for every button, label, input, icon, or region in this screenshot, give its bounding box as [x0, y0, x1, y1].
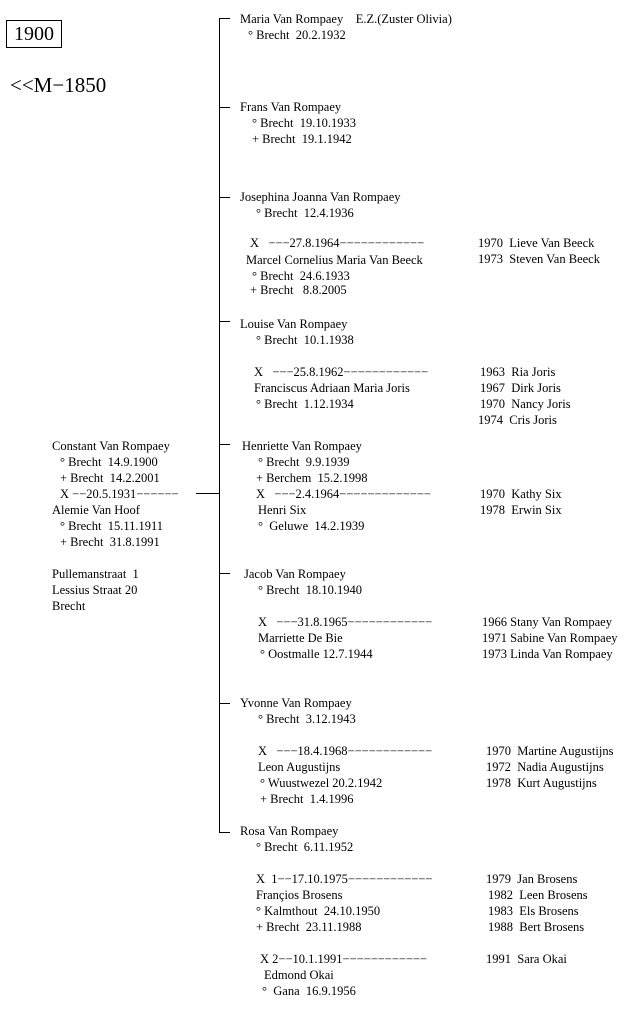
- grandchild-entry: 1970 Lieve Van Beeck: [478, 236, 595, 250]
- child-born: ° Brecht 20.2.1932: [248, 28, 346, 42]
- parent-spouse-died: + Brecht 31.8.1991: [60, 535, 160, 549]
- spouse-born: ° Geluwe 14.2.1939: [258, 519, 365, 533]
- branch-line: [219, 321, 230, 322]
- branch-line: [219, 703, 230, 704]
- branch-line: [219, 18, 230, 19]
- grandchild-entry: 1974 Cris Joris: [478, 413, 557, 427]
- grandchild-entry: 1970 Nancy Joris: [480, 397, 571, 411]
- branch-line: [219, 197, 230, 198]
- spouse-born: ° Brecht 24.6.1933: [252, 269, 350, 283]
- marriage-line: X −−−2.4.1964−−−−−−−−−−−−−: [256, 487, 431, 501]
- marriage-line: X 2−−10.1.1991−−−−−−−−−−−−: [260, 952, 428, 966]
- child-died: + Brecht 19.1.1942: [252, 132, 352, 146]
- parent-died: + Brecht 14.2.2001: [60, 471, 160, 485]
- tree-connector-line: [196, 493, 219, 494]
- spouse-born: ° Gana 16.9.1956: [262, 984, 356, 998]
- grandchild-entry: 1971 Sabine Van Rompaey: [482, 631, 618, 645]
- child-born: ° Brecht 3.12.1943: [258, 712, 356, 726]
- branch-line: [219, 573, 230, 574]
- spouse-name: Marcel Cornelius Maria Van Beeck: [246, 253, 423, 267]
- spouse-died: + Brecht 1.4.1996: [260, 792, 354, 806]
- child-born: ° Brecht 10.1.1938: [256, 333, 354, 347]
- spouse-name: Marriette De Bie: [258, 631, 343, 645]
- child-born: ° Brecht 19.10.1933: [252, 116, 356, 130]
- marriage-line: X −−−31.8.1965−−−−−−−−−−−−: [258, 615, 433, 629]
- child-born: ° Brecht 9.9.1939: [258, 455, 350, 469]
- parent-born: ° Brecht 14.9.1900: [60, 455, 158, 469]
- grandchild-entry: 1963 Ria Joris: [480, 365, 556, 379]
- spouse-name: Henri Six: [258, 503, 307, 517]
- year-box: 1900: [6, 20, 62, 48]
- child-died: + Berchem 15.2.1998: [256, 471, 368, 485]
- grandchild-entry: 1982 Leen Brosens: [488, 888, 588, 902]
- grandchild-entry: 1972 Nadia Augustijns: [486, 760, 604, 774]
- grandchild-entry: 1966 Stany Van Rompaey: [482, 615, 612, 629]
- spouse-born: ° Oostmalle 12.7.1944: [260, 647, 373, 661]
- parent-name: Constant Van Rompaey: [52, 439, 170, 453]
- grandchild-entry: 1979 Jan Brosens: [486, 872, 578, 886]
- spouse-name: Edmond Okai: [264, 968, 334, 982]
- marriage-line: X −−−25.8.1962−−−−−−−−−−−−: [254, 365, 429, 379]
- child-name: Yvonne Van Rompaey: [240, 696, 352, 710]
- spouse-died: + Brecht 23.11.1988: [256, 920, 362, 934]
- grandchild-entry: 1973 Linda Van Rompaey: [482, 647, 613, 661]
- child-born: ° Brecht 12.4.1936: [256, 206, 354, 220]
- reference-text: <<M−1850: [10, 73, 107, 97]
- marriage-line: X 1−−17.10.1975−−−−−−−−−−−−: [256, 872, 433, 886]
- address-line: Pullemanstraat 1: [52, 567, 139, 581]
- marriage-line: X −−−18.4.1968−−−−−−−−−−−−: [258, 744, 433, 758]
- branch-line: [219, 444, 230, 445]
- child-name: Rosa Van Rompaey: [240, 824, 339, 838]
- parent-spouse-name: Alemie Van Hoof: [52, 503, 140, 517]
- address-line: Lessius Straat 20: [52, 583, 138, 597]
- grandchild-entry: 1978 Erwin Six: [480, 503, 562, 517]
- child-name: Henriette Van Rompaey: [242, 439, 362, 453]
- grandchild-entry: 1970 Kathy Six: [480, 487, 562, 501]
- spouse-died: + Brecht 8.8.2005: [250, 283, 347, 297]
- parent-spouse-born: ° Brecht 15.11.1911: [60, 519, 164, 533]
- grandchild-entry: 1973 Steven Van Beeck: [478, 252, 600, 266]
- tree-trunk-line: [219, 18, 220, 833]
- child-born: ° Brecht 18.10.1940: [258, 583, 362, 597]
- spouse-born: ° Kalmthout 24.10.1950: [256, 904, 381, 918]
- child-name: Louise Van Rompaey: [240, 317, 348, 331]
- marriage-line: X −−−27.8.1964−−−−−−−−−−−−: [250, 236, 425, 250]
- child-name: Frans Van Rompaey: [240, 100, 342, 114]
- grandchild-entry: 1991 Sara Okai: [486, 952, 567, 966]
- grandchild-entry: 1978 Kurt Augustijns: [486, 776, 597, 790]
- branch-line: [219, 832, 230, 833]
- address-line: Brecht: [52, 599, 86, 613]
- grandchild-entry: 1967 Dirk Joris: [480, 381, 561, 395]
- spouse-name: Françios Brosens: [256, 888, 343, 902]
- child-name: Jacob Van Rompaey: [244, 567, 346, 581]
- spouse-born: ° Wuustwezel 20.2.1942: [260, 776, 383, 790]
- child-born: ° Brecht 6.11.1952: [256, 840, 354, 854]
- grandchild-entry: 1983 Els Brosens: [488, 904, 579, 918]
- child-name: Maria Van Rompaey E.Z.(Zuster Olivia): [240, 12, 452, 26]
- spouse-born: ° Brecht 1.12.1934: [256, 397, 354, 411]
- parent-marriage: X −−20.5.1931−−−−−−: [60, 487, 179, 501]
- spouse-name: Leon Augustijns: [258, 760, 341, 774]
- grandchild-entry: 1988 Bert Brosens: [488, 920, 585, 934]
- branch-line: [219, 107, 230, 108]
- spouse-name: Franciscus Adriaan Maria Joris: [254, 381, 410, 395]
- child-name: Josephina Joanna Van Rompaey: [240, 190, 401, 204]
- grandchild-entry: 1970 Martine Augustijns: [486, 744, 614, 758]
